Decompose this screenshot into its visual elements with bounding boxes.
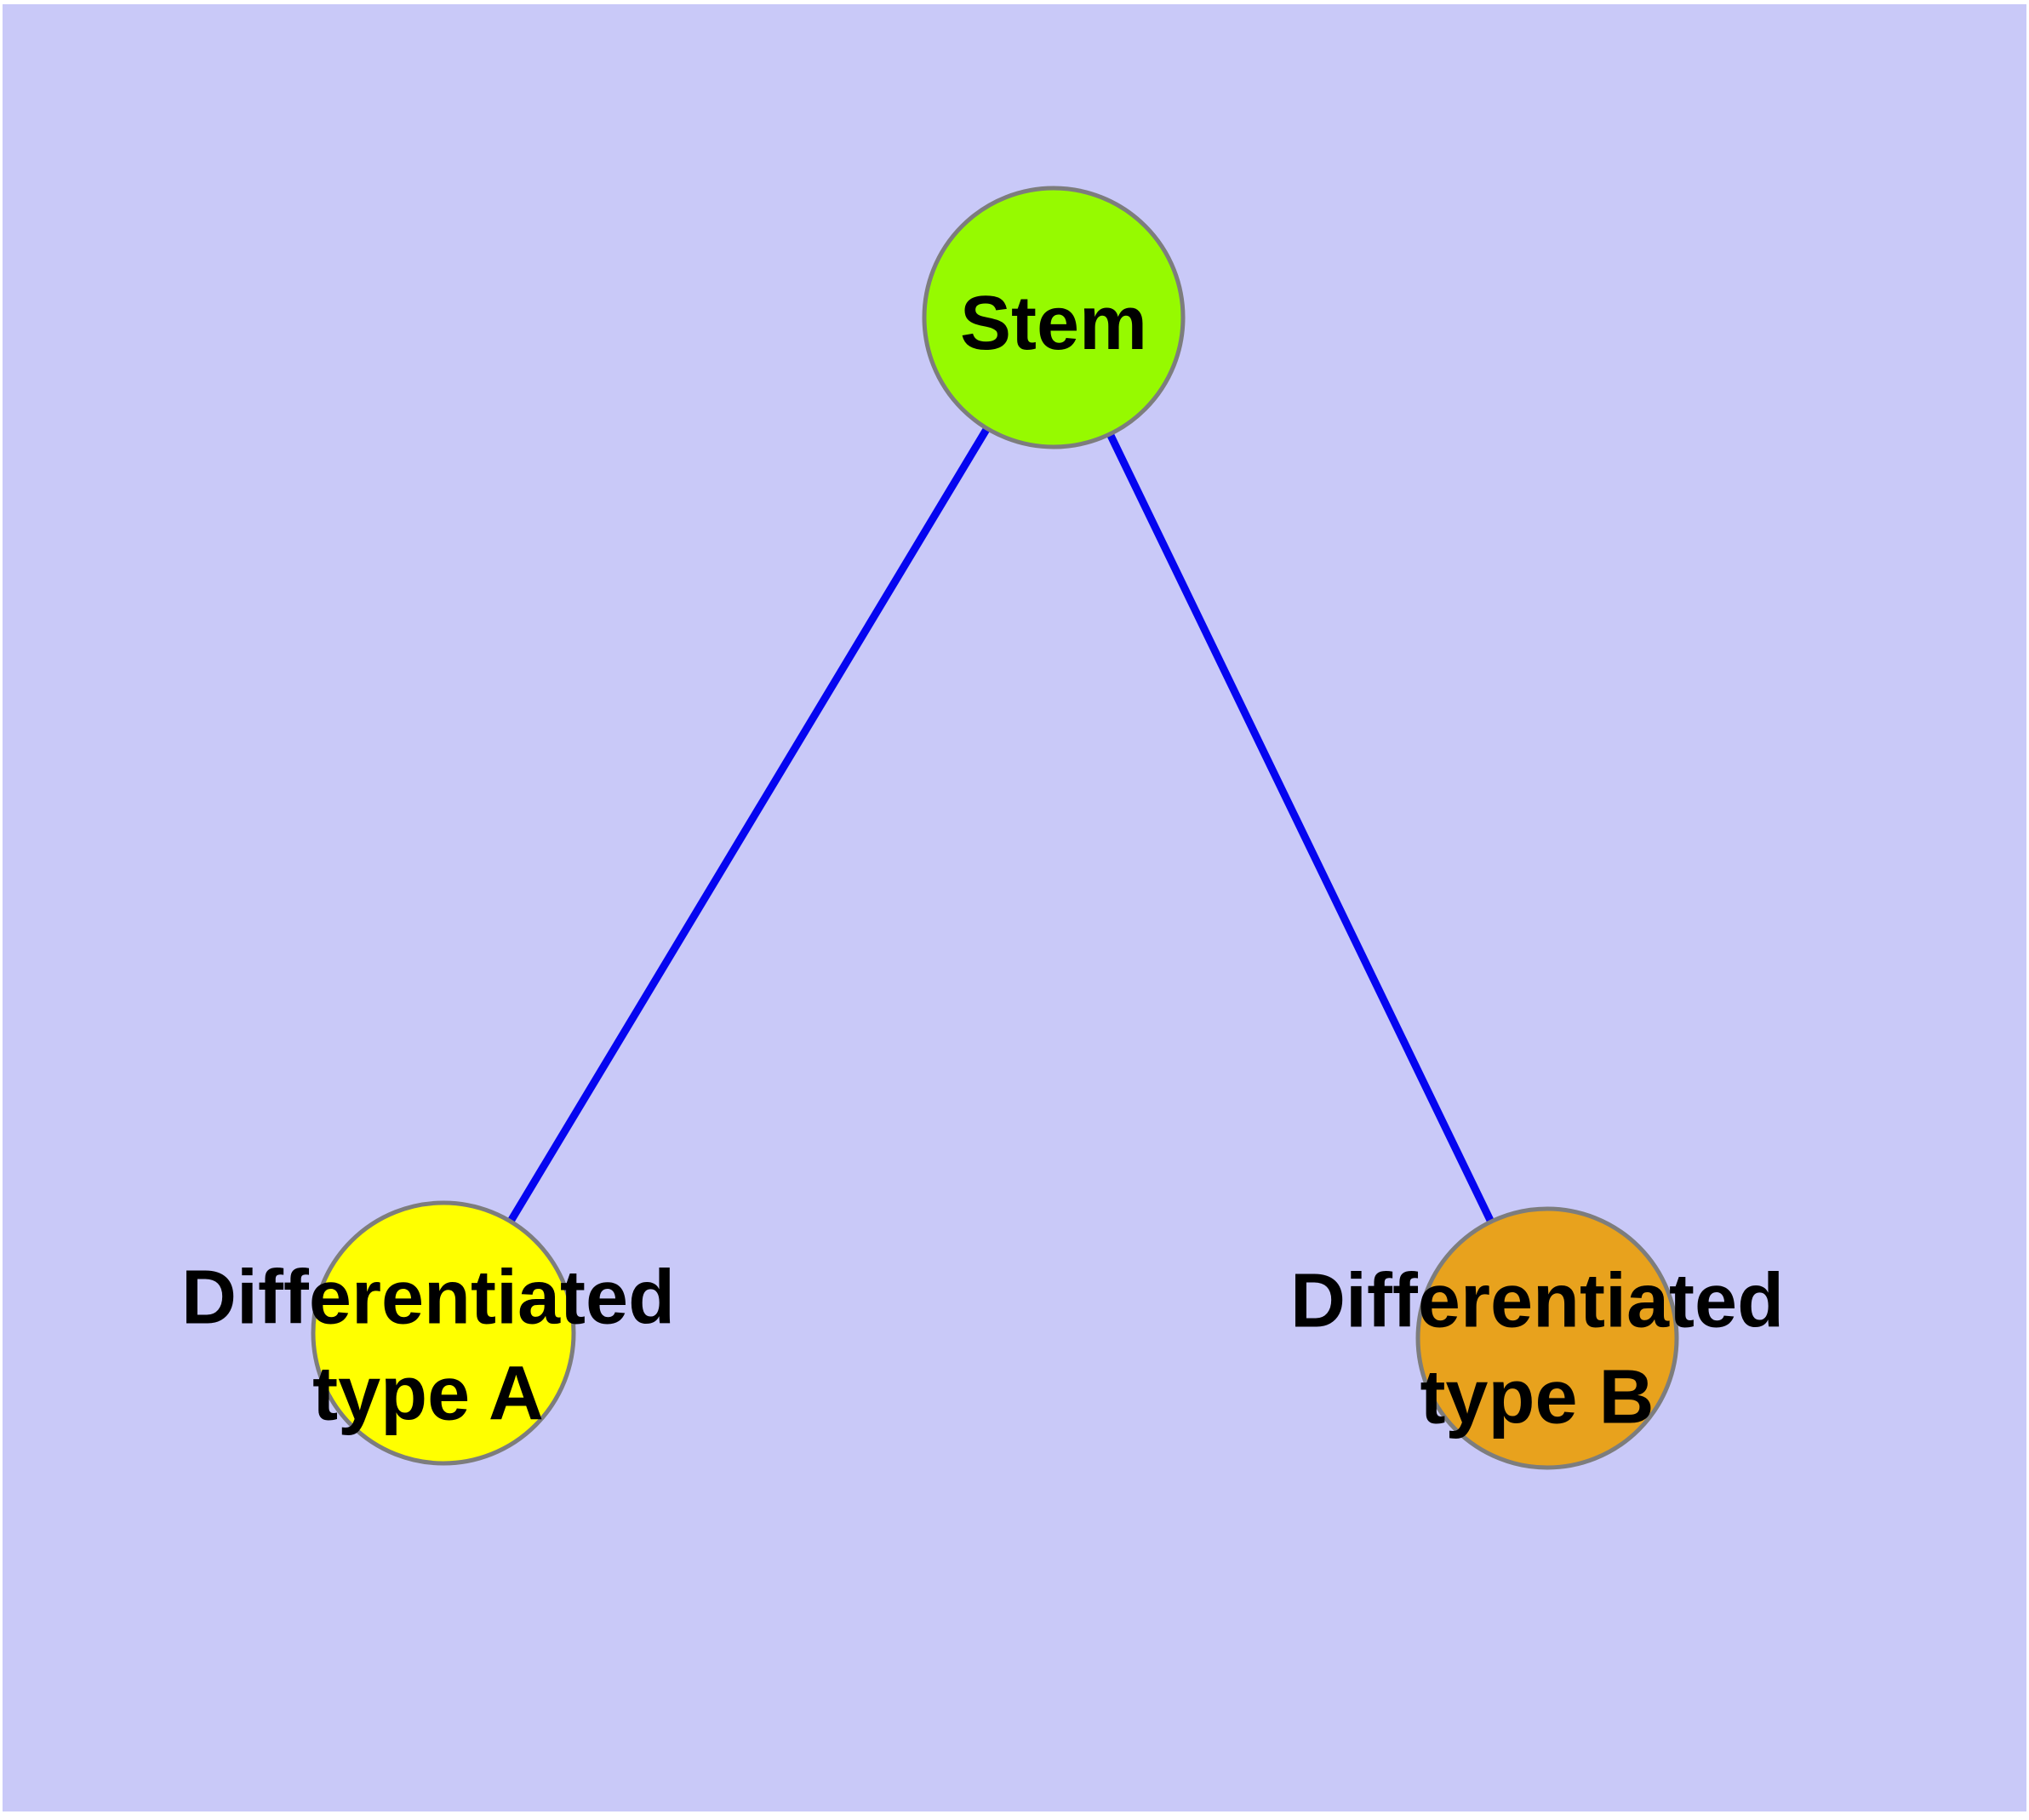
node-differentiated-type-a-label-line2: type A <box>312 1351 544 1436</box>
edge-stem-to-type-b <box>1049 316 1552 1340</box>
node-differentiated-type-a <box>311 1200 576 1466</box>
node-differentiated-type-b-label: Differentiated type B <box>1290 1254 1784 1445</box>
node-differentiated-type-b-label-line2: type B <box>1420 1354 1655 1439</box>
node-differentiated-type-a-label: Differentiated type A <box>181 1251 675 1442</box>
node-differentiated-type-b-label-line1: Differentiated <box>1289 1258 1785 1344</box>
edge-stem-to-type-a <box>440 315 1057 1336</box>
node-stem-label: Stem <box>960 276 1147 372</box>
node-stem-label-line1: Stem <box>959 280 1148 366</box>
node-differentiated-type-b <box>1415 1206 1679 1470</box>
node-differentiated-type-a-label-line1: Differentiated <box>180 1255 676 1341</box>
node-stem <box>922 186 1186 449</box>
